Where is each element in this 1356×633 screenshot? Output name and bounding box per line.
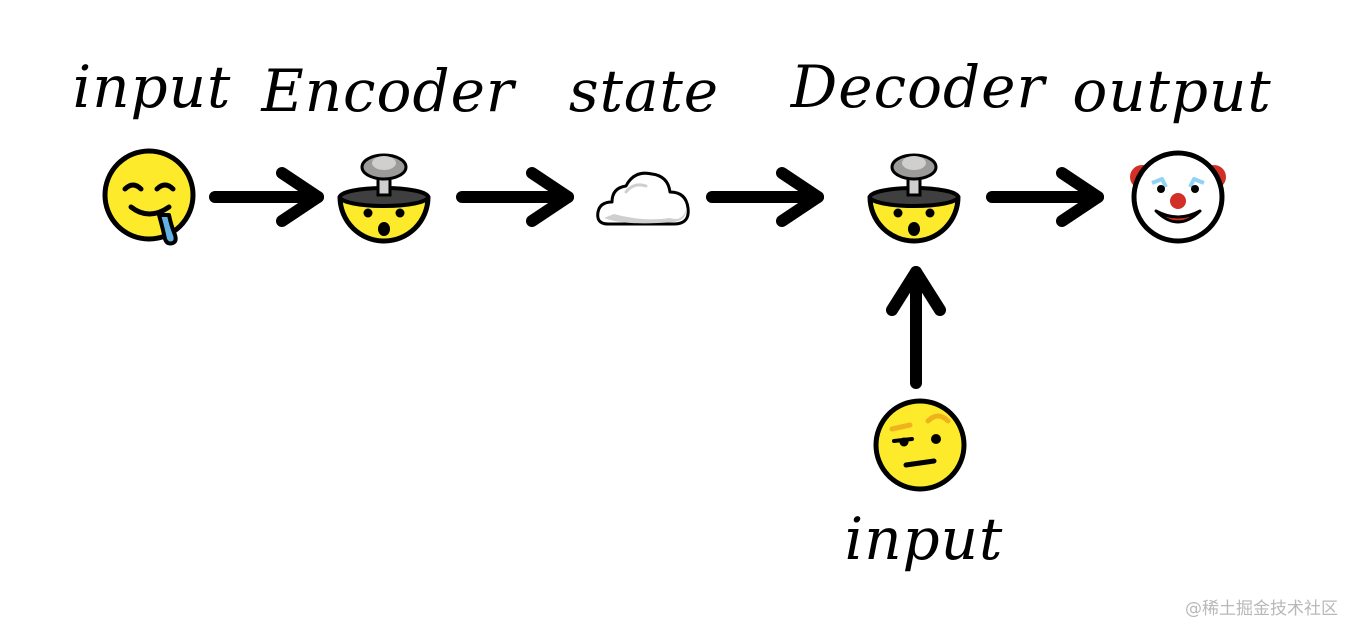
drooling-face-icon: [101, 147, 201, 247]
arrow-input-to-encoder: [209, 167, 324, 227]
label-input-bottom: input: [844, 505, 1004, 573]
exploding-head-icon: [864, 147, 964, 247]
exploding-head-icon: [334, 147, 434, 247]
clown-face-icon: [1128, 147, 1228, 247]
label-encoder: Encoder: [261, 57, 515, 125]
arrow-state-to-decoder: [706, 167, 824, 227]
label-state: state: [568, 57, 720, 125]
raised-eyebrow-face-icon: [870, 395, 970, 495]
arrow-encoder-to-state: [456, 167, 574, 227]
label-decoder: Decoder: [790, 53, 1046, 121]
arrow-decoder-to-output: [986, 167, 1104, 227]
cloud-icon: [594, 152, 694, 252]
watermark-text: @稀土掘金技术社区: [1185, 599, 1338, 619]
label-output: output: [1072, 57, 1272, 125]
arrow-input-to-decoder: [886, 266, 946, 389]
label-input-top: input: [72, 53, 232, 121]
